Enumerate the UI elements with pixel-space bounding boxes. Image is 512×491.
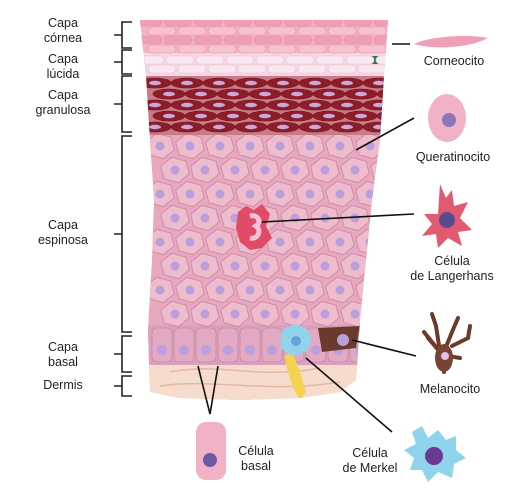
label-celula-basal: Célula basal	[238, 444, 274, 473]
layer-brackets	[114, 21, 132, 397]
melanocyte-in-tissue	[318, 326, 360, 352]
langerhans-cell-in-tissue	[236, 204, 272, 250]
label-capa-cornea: Capa córnea	[43, 16, 83, 45]
pointer-lines	[197, 43, 417, 433]
basal-cell-icon	[196, 422, 226, 480]
label-melanocito: Melanocito	[419, 382, 481, 396]
keratinocyte-icon	[428, 94, 466, 142]
label-corneocito: Corneocito	[423, 54, 485, 68]
label-dermis: Dermis	[43, 378, 83, 392]
label-queratinocito: Queratinocito	[415, 150, 491, 164]
label-capa-basal: Capa basal	[48, 340, 78, 369]
label-capa-granulosa: Capa granulosa	[35, 88, 91, 117]
corneocyte-icon	[414, 36, 488, 48]
langerhans-icon	[422, 184, 472, 248]
skin-block	[140, 20, 388, 400]
melanocyte-body	[435, 344, 453, 372]
label-celula-merkel: Célula de Merkel	[342, 446, 398, 475]
merkel-cell-in-tissue	[280, 324, 312, 400]
label-langerhans: Célula de Langerhans	[410, 254, 494, 283]
merkel-icon	[404, 426, 466, 482]
label-capa-lucida: Capa lúcida	[46, 52, 80, 81]
label-capa-espinosa: Capa espinosa	[37, 218, 89, 247]
